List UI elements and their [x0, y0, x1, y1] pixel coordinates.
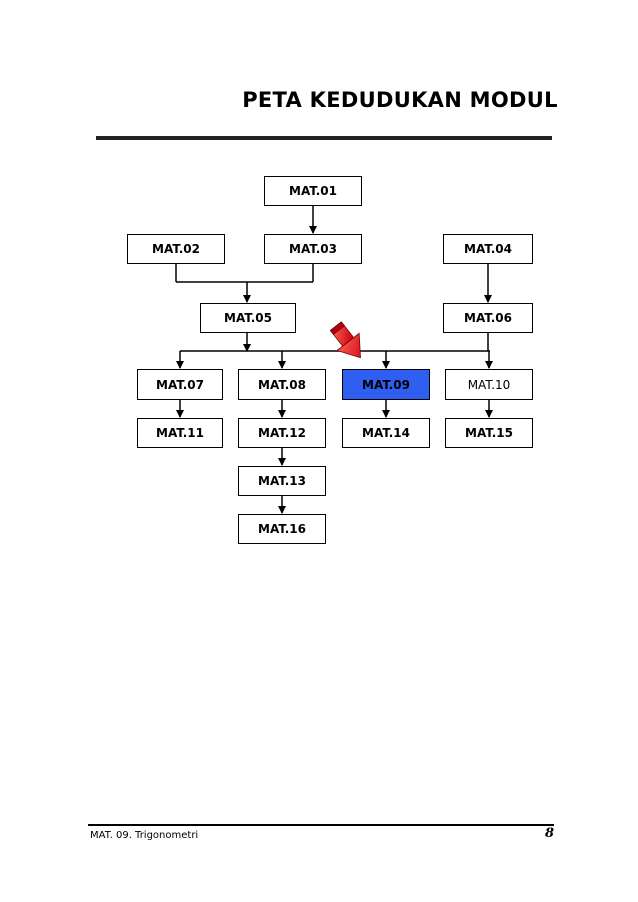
node-mat10: MAT.10 — [445, 369, 533, 400]
node-mat06: MAT.06 — [443, 303, 533, 333]
title-rule — [96, 136, 552, 140]
node-mat12: MAT.12 — [238, 418, 326, 448]
pointer-arrow-icon — [329, 321, 361, 359]
node-mat08: MAT.08 — [238, 369, 326, 400]
node-mat11: MAT.11 — [137, 418, 223, 448]
node-mat01: MAT.01 — [264, 176, 362, 206]
node-mat14: MAT.14 — [342, 418, 430, 448]
node-mat04: MAT.04 — [443, 234, 533, 264]
node-mat07: MAT.07 — [137, 369, 223, 400]
node-mat15: MAT.15 — [445, 418, 533, 448]
node-mat13: MAT.13 — [238, 466, 326, 496]
node-mat09: MAT.09 — [342, 369, 430, 400]
node-mat02: MAT.02 — [127, 234, 225, 264]
node-mat05: MAT.05 — [200, 303, 296, 333]
page-title: PETA KEDUDUKAN MODUL — [242, 88, 558, 112]
node-mat03: MAT.03 — [264, 234, 362, 264]
node-mat16: MAT.16 — [238, 514, 326, 544]
footer-rule — [88, 824, 554, 826]
footer-module-label: MAT. 09. Trigonometri — [90, 830, 199, 841]
footer-page-number: 8 — [544, 826, 554, 841]
